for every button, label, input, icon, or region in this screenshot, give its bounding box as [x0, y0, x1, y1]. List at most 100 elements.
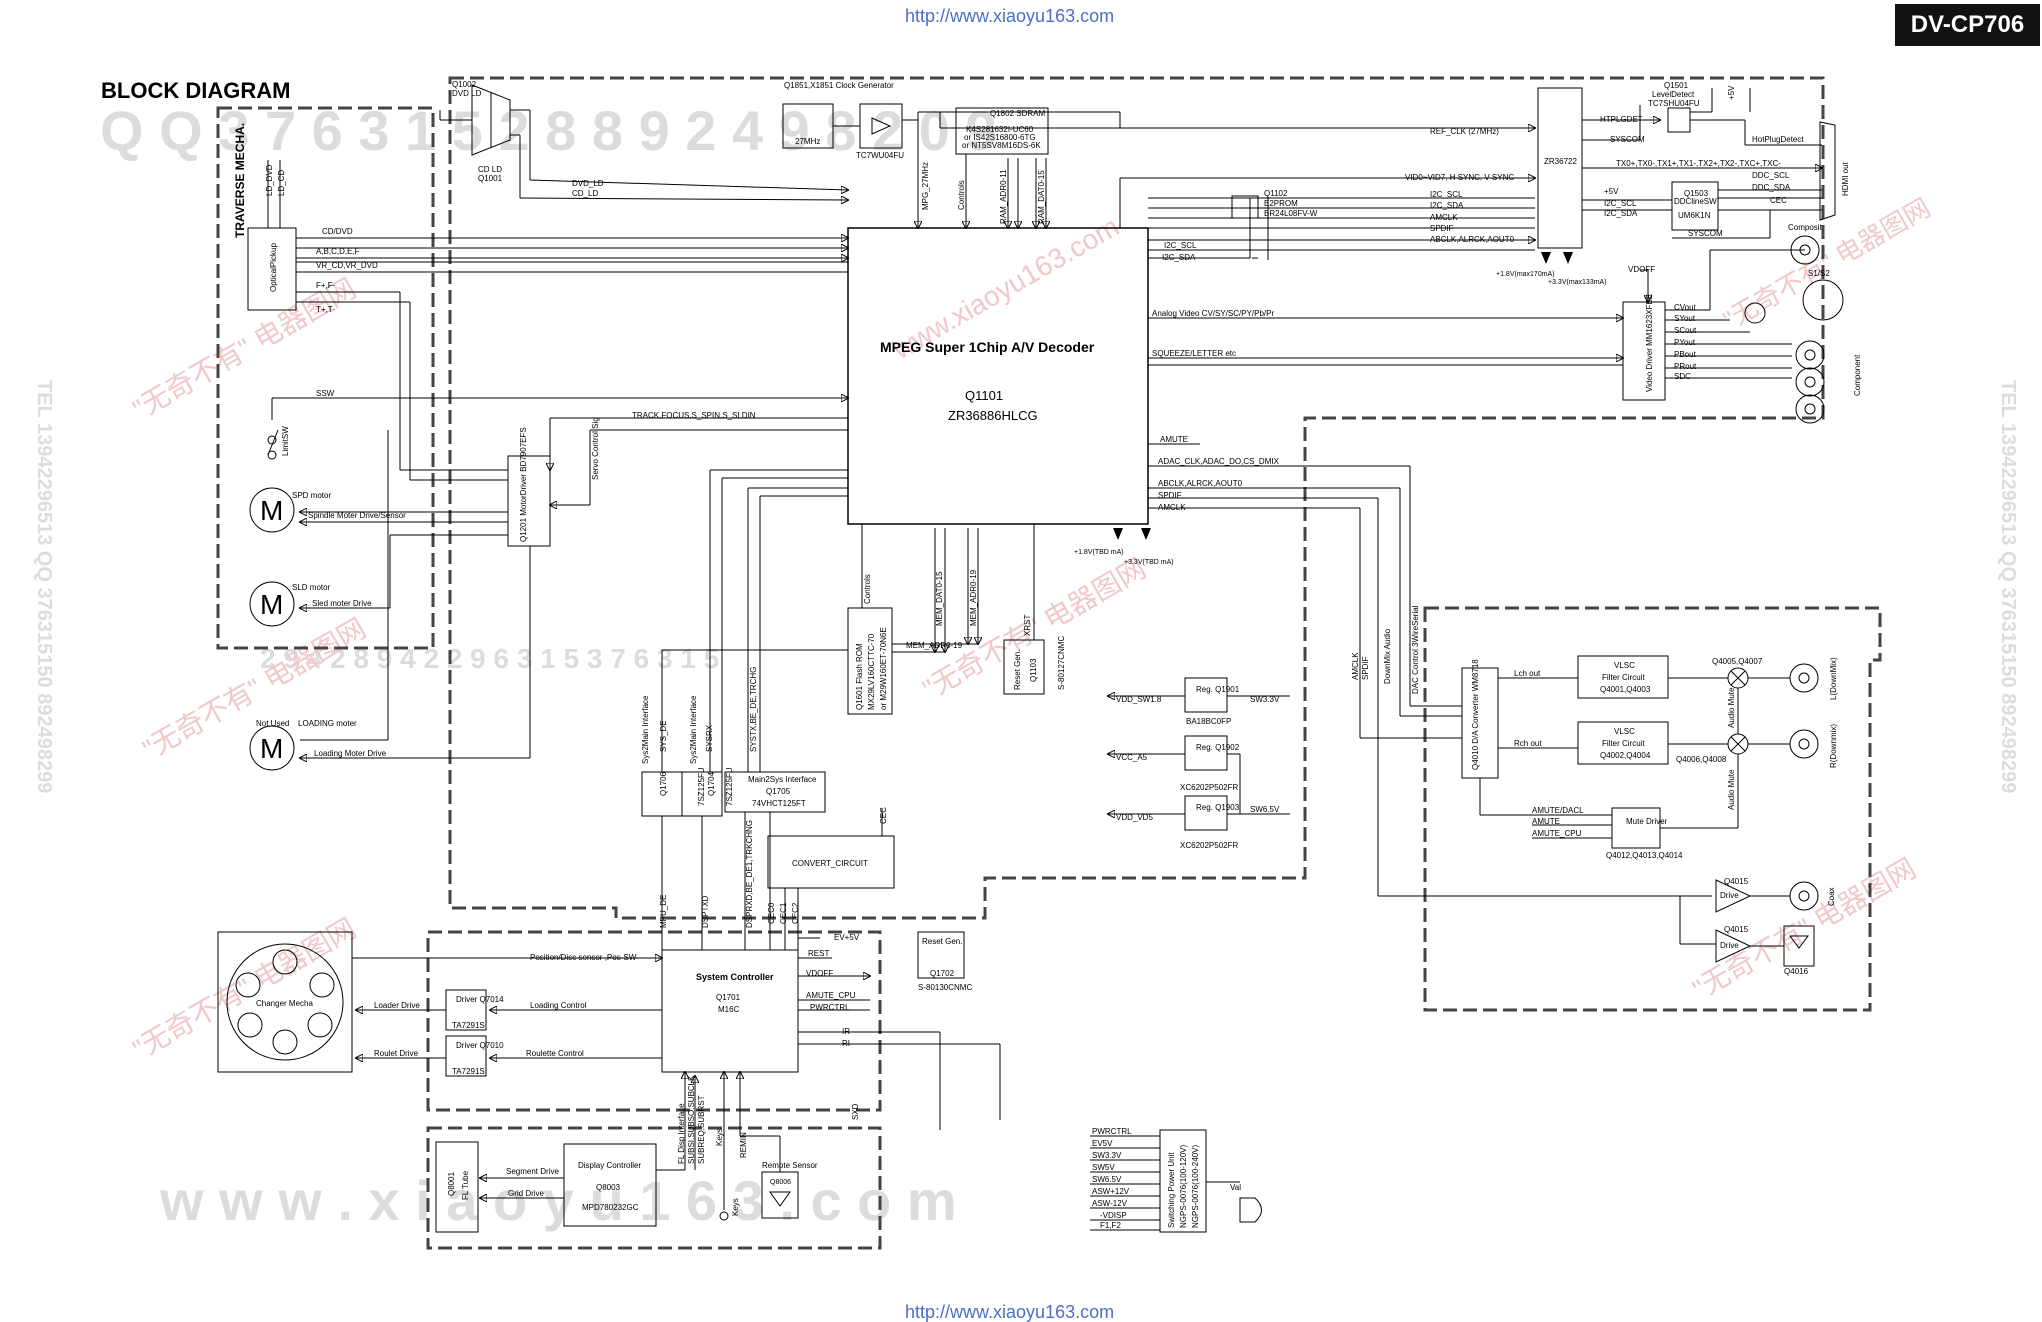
s-video-jack	[1802, 279, 1844, 321]
diagram-lines	[216, 76, 1882, 1250]
convert-circuit	[767, 835, 895, 889]
label-s80130: S-80130CNMC	[918, 983, 972, 992]
label-track: TRACK,FOCUS,S_SPIN,S_SLDIN	[632, 411, 756, 420]
label-spindle-drive: Spindle Moter Drive/Sensor	[308, 511, 406, 520]
label-pwrctrl: PWRCTRL	[810, 1003, 850, 1012]
label-dsptxd: DSPTXD	[701, 895, 710, 928]
label-driver-q7014: Driver Q7014	[456, 995, 504, 1004]
label-tmds: TX0+,TX0-,TX1+,TX1-,TX2+,TX2-,TXC+,TXC-	[1616, 159, 1781, 168]
label-dsprxd: DSPRXD,BE_DE1,TRKCHNG	[745, 820, 754, 928]
label-ta7291a: TA7291S	[452, 1021, 485, 1030]
label-i2c-sda-2: I2C_SDA	[1162, 253, 1196, 262]
label-plus5v: +5V	[1727, 85, 1736, 100]
label-audio-mute: Audio Mute	[1727, 687, 1736, 728]
label-sys-ctrl: System Controller	[696, 972, 774, 982]
label-ngps1: NGPS-0076(100-120V)	[1179, 1145, 1188, 1228]
label-mem-adr: MEM_ADR0-19	[969, 569, 978, 626]
label-cec1: CEC1	[779, 902, 788, 924]
label-l-downmix: L(DownMix)	[1829, 657, 1838, 700]
label-r-downmix: R(Downmix)	[1829, 724, 1838, 768]
label-abcdef: A,B,C,D,E,F	[316, 247, 360, 256]
label-sled-drive: Sled moter Drive	[312, 599, 372, 608]
label-tc7sz2: 7SZ125FU	[725, 767, 734, 806]
label-controls2: Controls	[863, 574, 872, 604]
spd-motor-icon: M	[260, 495, 283, 526]
label-controls: Controls	[957, 180, 966, 210]
label-cec-line: CEC	[879, 807, 888, 824]
display-controller	[563, 1143, 657, 1227]
switching-power-unit	[1159, 1129, 1207, 1233]
reset-gen-q1103	[1003, 639, 1045, 695]
label-syscom-2: SYSCOM	[1688, 229, 1723, 238]
label-limit-sw: LimitSW	[281, 426, 290, 456]
label-remin: REMIN	[739, 1132, 748, 1158]
label-mpg27: MPG_27MHz	[921, 162, 930, 210]
label-asw12p: ASW+12V	[1092, 1187, 1130, 1196]
label-q1201: Q1201 MotorDriver BD7907EFS	[519, 427, 528, 542]
vlsc-filter-r	[1577, 721, 1669, 765]
label-coax: Coax	[1827, 887, 1836, 906]
label-i2c-sda-3: I2C_SDA	[1604, 209, 1638, 218]
label-amute-cpu: AMUTE_CPU	[1532, 829, 1582, 838]
label-q1706: Q1706	[659, 771, 668, 796]
label-f1f2: F1,F2	[1100, 1221, 1121, 1230]
label-dvd-ld: DVD LD	[452, 89, 482, 98]
label-xc6202: XC6202P502FR	[1180, 783, 1238, 792]
label-sys-de: SYS_DE	[659, 720, 668, 752]
label-loading-drive: Loading Moter Drive	[314, 749, 387, 758]
label-q1903: Reg. Q1903	[1196, 803, 1240, 812]
label-spdif2: SPDIF	[1158, 491, 1182, 500]
label-amute2: AMUTE	[1532, 817, 1560, 826]
label-not-used: Not Used	[256, 719, 289, 728]
label-convert: CONVERT_CIRCUIT	[792, 859, 868, 868]
label-pwrctrl2: PWRCTRL	[1092, 1127, 1132, 1136]
label-downmix: DownMix Audio	[1383, 628, 1392, 684]
label-e2prom: E2PROM	[1264, 199, 1298, 208]
label-vid: VID0~VID7, H SYNC, V SYNC	[1405, 173, 1514, 182]
video-driver	[1622, 301, 1666, 401]
model-badge: DV-CP706	[1895, 4, 2040, 46]
label-br24: BR24L08FV-W	[1264, 209, 1318, 218]
label-q4015b: Q4015	[1724, 925, 1749, 934]
label-ir: IR	[842, 1027, 850, 1036]
label-ddcline: DDClineSW	[1674, 197, 1717, 206]
label-s80127: S-80127CNMC	[1057, 636, 1066, 690]
reg-q1902	[1184, 735, 1228, 771]
label-optical-pickup: OpticalPickup	[269, 243, 278, 292]
reset-gen-q1702	[917, 931, 965, 979]
label-q1701: Q1701	[716, 993, 741, 1002]
label-q4001: Q4001,Q4003	[1600, 685, 1651, 694]
label-q1702: Q1702	[930, 969, 955, 978]
label-q1001: Q1001	[478, 174, 503, 183]
label-xrst: XRST	[1023, 615, 1032, 636]
label-xc6202b: XC6202P502FR	[1180, 841, 1238, 850]
dac-wm8718	[1461, 667, 1499, 779]
label-tc7wu: TC7WU04FU	[856, 151, 904, 160]
spd-motor	[249, 487, 295, 533]
loading-motor-icon: M	[260, 733, 283, 764]
label-sxd: SXD	[851, 1103, 860, 1120]
label-syscom: SYSCOM	[1610, 135, 1645, 144]
label-q1704: Q1704	[707, 771, 716, 796]
label-q1002: Q1002	[452, 80, 477, 89]
label-mpd: MPD780232GC	[582, 1203, 639, 1212]
label-cd-dvd: CD/DVD	[322, 227, 353, 236]
label-q4005: Q4005,Q4007	[1712, 657, 1763, 666]
sdram	[955, 107, 1049, 155]
l-downmix-jack	[1789, 663, 1819, 693]
label-mpu-de: MPU_DE	[659, 895, 668, 928]
label-ta7291b: TA7291S	[452, 1067, 485, 1076]
watermark-cn-b: "无奇不有" 电器图网	[138, 613, 371, 766]
motor-driver	[507, 455, 551, 547]
label-composit: Composit	[1788, 223, 1823, 232]
label-adac: ADAC_CLK,ADAC_DO,CS_DMIX	[1158, 457, 1280, 466]
label-um6k1n: UM6K1N	[1678, 211, 1711, 220]
label-rch-out: Rch out	[1514, 739, 1542, 748]
label-changer: Changer Mecha	[256, 999, 313, 1008]
label-amclk: AMCLK	[1430, 213, 1458, 222]
label-ba18: BA18BC0FP	[1186, 717, 1231, 726]
label-i2c-scl-3: I2C_SCL	[1604, 199, 1637, 208]
label-spd-motor: SPD motor	[292, 491, 331, 500]
label-flash2: MX29LV160CTTC-70	[867, 633, 876, 710]
